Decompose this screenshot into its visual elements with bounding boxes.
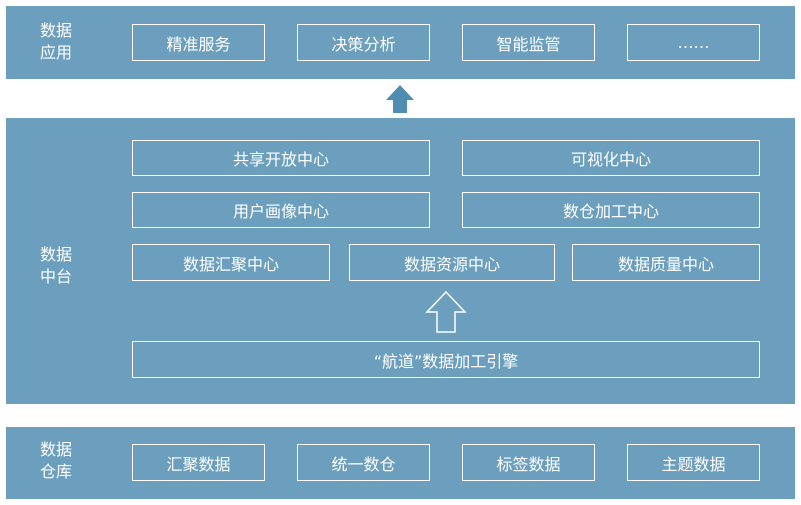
warehouse-item-aggregated-data[interactable]: 汇聚数据 bbox=[132, 444, 265, 481]
warehouse-item-tag-data[interactable]: 标签数据 bbox=[462, 444, 595, 481]
warehouse-item-topic-data[interactable]: 主题数据 bbox=[627, 444, 760, 481]
warehouse-layer-label: 数据 仓库 bbox=[40, 440, 73, 481]
center-sharing-open[interactable]: 共享开放中心 bbox=[132, 140, 430, 176]
center-data-quality[interactable]: 数据质量中心 bbox=[572, 244, 760, 281]
hollow-up-arrow-icon bbox=[425, 290, 467, 333]
center-visualization[interactable]: 可视化中心 bbox=[462, 140, 760, 176]
center-data-aggregation[interactable]: 数据汇聚中心 bbox=[132, 244, 330, 281]
app-item-decision-analysis[interactable]: 决策分析 bbox=[297, 24, 430, 61]
platform-layer: 数据 中台 共享开放中心 可视化中心 用户画像中心 数仓加工中心 数据汇聚中心 … bbox=[6, 118, 795, 404]
app-item-precise-service[interactable]: 精准服务 bbox=[132, 24, 265, 61]
engine-box[interactable]: “航道”数据加工引擎 bbox=[132, 341, 760, 378]
platform-layer-label: 数据 中台 bbox=[40, 245, 73, 286]
up-arrow-icon bbox=[386, 85, 414, 113]
app-layer-label: 数据 应用 bbox=[40, 21, 73, 62]
app-item-smart-supervision[interactable]: 智能监管 bbox=[462, 24, 595, 61]
center-warehouse-processing[interactable]: 数仓加工中心 bbox=[462, 192, 760, 228]
warehouse-item-unified-warehouse[interactable]: 统一数仓 bbox=[297, 444, 430, 481]
center-user-profile[interactable]: 用户画像中心 bbox=[132, 192, 430, 228]
warehouse-layer: 数据 仓库 汇聚数据 统一数仓 标签数据 主题数据 bbox=[6, 427, 795, 499]
app-layer: 数据 应用 精准服务 决策分析 智能监管 …… bbox=[6, 6, 795, 79]
app-item-more[interactable]: …… bbox=[627, 24, 760, 61]
center-data-resource[interactable]: 数据资源中心 bbox=[349, 244, 555, 281]
